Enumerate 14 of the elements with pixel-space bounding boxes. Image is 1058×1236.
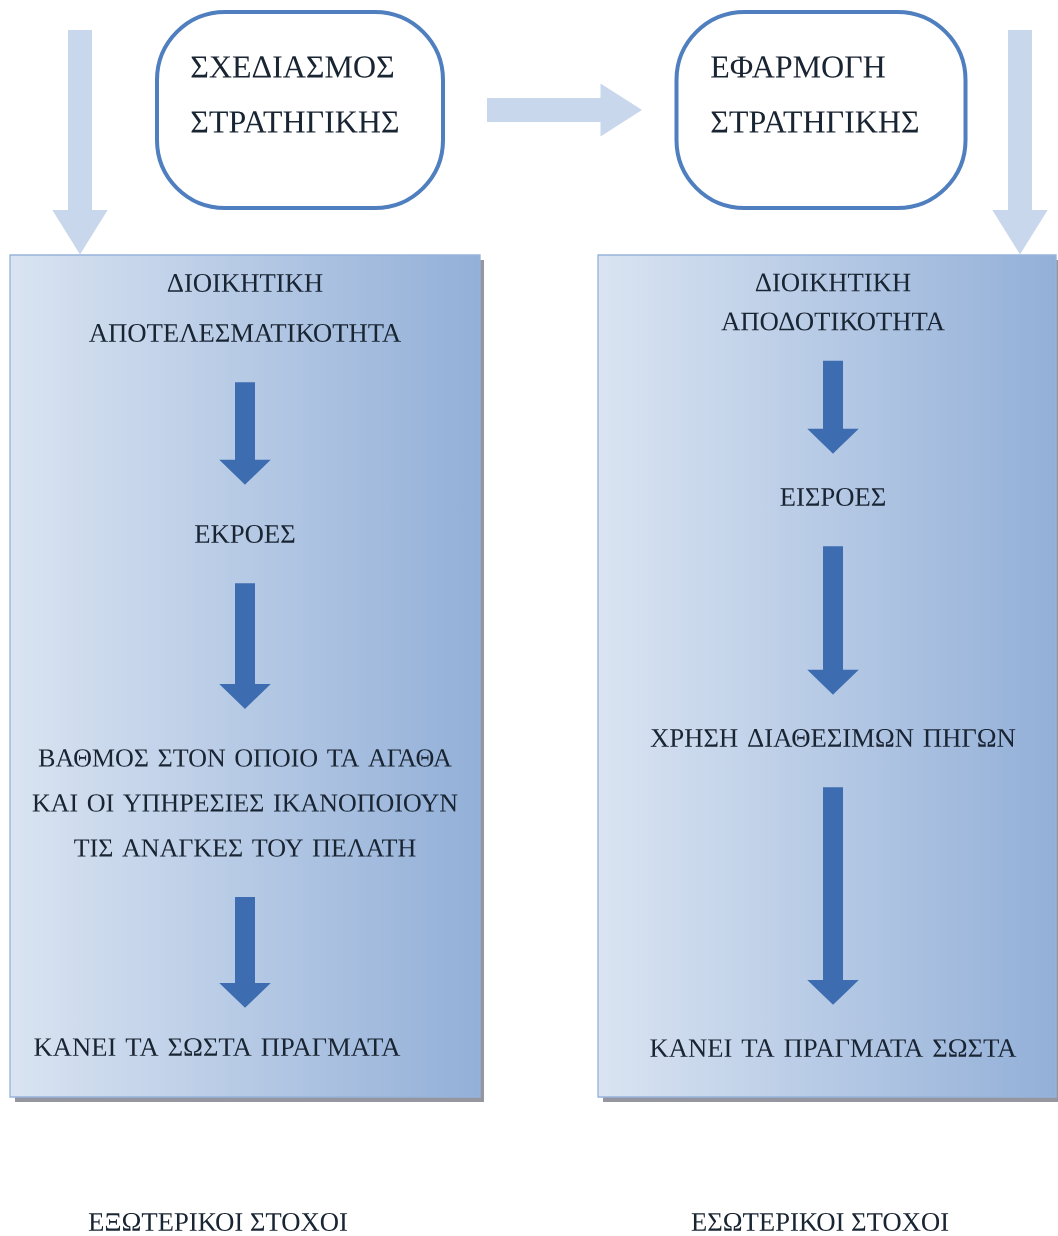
text: ΚΑΝΕΙ ΤΑ ΠΡΑΓΜΑΤΑ ΣΩΣΤΑ <box>650 1039 1017 1057</box>
rounded-box: ΣΧΕΔΙΑΣΜΟΣ ΣΤΡΑΤΗΓΙΚΗΣ <box>155 10 445 210</box>
text: ΚΑΝΕΙ ΤΑ ΣΩΣΤΑ ΠΡΑΓΜΑΤΑ <box>34 1038 401 1056</box>
text: ΕΙΣΡΟΕΣ <box>780 488 885 506</box>
text: ΧΡΗΣΗ ΔΙΑΘΕΣΙΜΩΝ ΠΗΓΩΝ <box>650 729 1016 747</box>
panel <box>9 254 484 1102</box>
rounded-box: ΕΦΑΡΜΟΓΗ ΣΤΡΑΤΗΓΙΚΗΣ <box>674 10 968 210</box>
panel <box>597 254 1058 1102</box>
caption-text: ΕΣΩΤΕΡΙΚΟΙ ΣΤΟΧΟΙ <box>691 1213 949 1231</box>
text: ΔΙΟΙΚΗΤΙΚΗ ΑΠΟΔΟΤΙΚΟΤΗΤΑ <box>721 273 945 331</box>
text: ΕΚΡΟΕΣ <box>195 525 295 543</box>
text: ΔΙΟΙΚΗΤΙΚΗ ΑΠΟΤΕΛΕΣΜΑΤΙΚΟΤΗΤΑ <box>89 274 401 342</box>
caption-text: ΕΞΩΤΕΡΙΚΟΙ ΣΤΟΧΟΙ <box>88 1213 347 1231</box>
text: ΒΑΘΜΟΣ ΣΤΟΝ ΟΠΟΙΟ ΤΑ ΑΓΑΘΑ ΚΑΙ ΟΙ ΥΠΗΡΕΣΙΕΣ ΙΚΑΝΟΠΟΙΟΥΝ ΤΙΣ ΑΝΑΓΚΕΣ ΤΟΥ ΠΕΛΑΤΗ <box>32 749 458 857</box>
